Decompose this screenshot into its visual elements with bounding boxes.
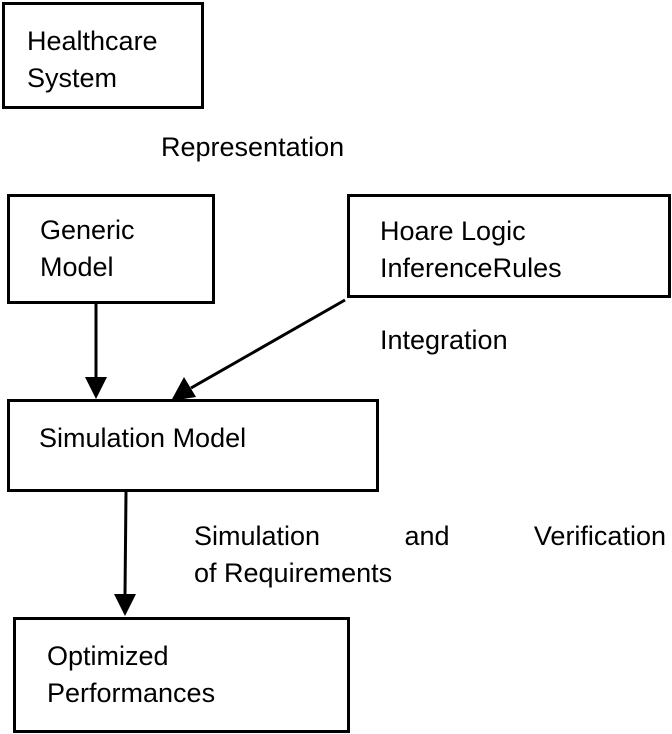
simver-word2: and (404, 521, 450, 551)
optimized-performances-text: Optimized Performances (47, 638, 215, 712)
healthcare-system-text: Healthcare System (27, 23, 158, 97)
generic-line2: Model (40, 252, 114, 282)
generic-model-text: Generic Model (40, 212, 135, 286)
generic-model-box: Generic Model (7, 194, 215, 304)
simulation-verification-line1: Simulation and Verification (194, 518, 666, 555)
arrow-simulation-to-optimized (114, 491, 136, 616)
simver-word1: Simulation (194, 521, 321, 551)
hoare-logic-box: Hoare Logic InferenceRules (347, 194, 671, 298)
optimized-line1: Optimized (47, 641, 169, 671)
optimized-line2: Performances (47, 678, 216, 708)
arrow-hoare-to-simulation (171, 298, 346, 401)
healthcare-line1: Healthcare (27, 26, 158, 56)
integration-label: Integration (380, 325, 508, 355)
simulation-verification-label: Simulation and Verification of Requireme… (194, 518, 666, 592)
simulation-model-text: Simulation Model (39, 423, 247, 453)
optimized-performances-box: Optimized Performances (13, 617, 350, 733)
simulation-verification-line2: of Requirements (194, 558, 393, 588)
simulation-model-box: Simulation Model (7, 399, 379, 492)
hoare-line1: Hoare Logic (380, 216, 526, 246)
hoare-logic-text: Hoare Logic InferenceRules (380, 213, 562, 287)
generic-line1: Generic (40, 215, 135, 245)
hoare-line2: InferenceRules (380, 253, 562, 283)
healthcare-line2: System (27, 63, 118, 93)
representation-label: Representation (161, 132, 345, 162)
healthcare-system-box: Healthcare System (2, 2, 204, 109)
simver-word3: Verification (533, 521, 666, 551)
arrow-generic-to-simulation (85, 304, 107, 399)
